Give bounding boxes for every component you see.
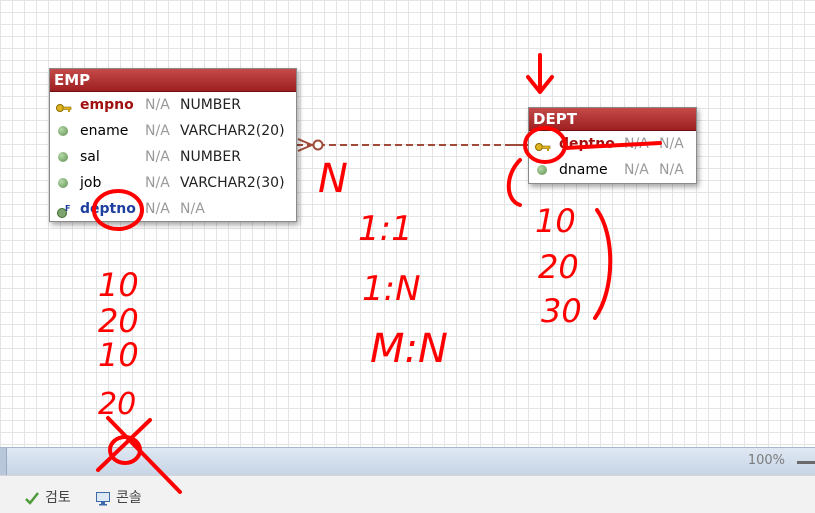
emp-entity-title: EMP bbox=[50, 69, 296, 92]
column-null: N/A bbox=[145, 201, 170, 217]
emp-column-row[interactable]: F deptno N/A N/A bbox=[50, 196, 296, 222]
primary-key-icon bbox=[535, 137, 551, 151]
column-name: deptno bbox=[80, 201, 136, 217]
emp-column-row[interactable]: ename N/A VARCHAR2(20) bbox=[50, 118, 296, 144]
column-null: N/A bbox=[145, 97, 170, 113]
dept-column-row[interactable]: dname N/A N/A bbox=[529, 157, 696, 183]
column-name: sal bbox=[80, 149, 100, 165]
column-name: deptno bbox=[559, 136, 615, 152]
primary-key-icon bbox=[56, 98, 72, 112]
column-bullet-icon bbox=[56, 150, 70, 164]
bottom-tab-bar: 검토 콘솔 bbox=[0, 475, 815, 513]
emp-column-row[interactable]: job N/A VARCHAR2(30) bbox=[50, 170, 296, 196]
column-null: N/A bbox=[145, 149, 170, 165]
emp-column-row[interactable]: sal N/A NUMBER bbox=[50, 144, 296, 170]
column-name: dname bbox=[559, 162, 608, 178]
check-icon bbox=[24, 490, 40, 506]
console-icon bbox=[95, 490, 111, 506]
emp-column-row[interactable]: empno N/A NUMBER bbox=[50, 92, 296, 118]
column-type: N/A bbox=[659, 162, 684, 178]
column-type: NUMBER bbox=[180, 149, 241, 165]
status-bar: 100% bbox=[0, 447, 815, 475]
column-null: N/A bbox=[624, 162, 649, 178]
column-null: N/A bbox=[624, 136, 649, 152]
column-type: VARCHAR2(30) bbox=[180, 175, 285, 191]
tab-console[interactable]: 콘솔 bbox=[95, 488, 165, 508]
column-bullet-icon bbox=[56, 124, 70, 138]
column-bullet-icon bbox=[535, 163, 549, 177]
column-name: ename bbox=[80, 123, 129, 139]
column-null: N/A bbox=[145, 175, 170, 191]
zoom-level: 100% bbox=[747, 453, 785, 468]
column-type: N/A bbox=[180, 201, 205, 217]
svg-text:F: F bbox=[65, 205, 70, 213]
dept-entity[interactable]: DEPT deptno N/A N/A dname N/A N/A bbox=[528, 107, 697, 184]
tab-review[interactable]: 검토 bbox=[24, 488, 94, 508]
dept-column-row[interactable]: deptno N/A N/A bbox=[529, 131, 696, 157]
panel-splitter[interactable] bbox=[0, 448, 7, 475]
column-name: job bbox=[80, 175, 102, 191]
tab-label: 콘솔 bbox=[116, 490, 142, 506]
column-type: VARCHAR2(20) bbox=[180, 123, 285, 139]
zoom-slider-handle[interactable] bbox=[797, 461, 815, 464]
foreign-key-icon: F bbox=[56, 202, 70, 218]
column-bullet-icon bbox=[56, 176, 70, 190]
column-type: NUMBER bbox=[180, 97, 241, 113]
dept-entity-title: DEPT bbox=[529, 108, 696, 131]
tab-label: 검토 bbox=[45, 490, 71, 506]
emp-entity[interactable]: EMP empno N/A NUMBER ename N/A VARCHAR2(… bbox=[49, 68, 297, 222]
column-null: N/A bbox=[145, 123, 170, 139]
column-name: empno bbox=[80, 97, 134, 113]
column-type: N/A bbox=[659, 136, 684, 152]
